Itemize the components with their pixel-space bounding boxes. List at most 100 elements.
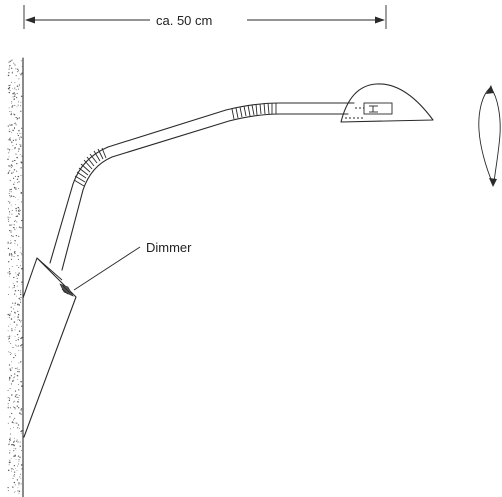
wall-speckle-dot [17, 314, 20, 316]
wall-speckle-dot [19, 137, 21, 139]
wall-speckle-dot [11, 124, 13, 126]
wall-speckle-dot [21, 155, 23, 157]
lamp-head [340, 83, 434, 123]
wall-speckle-dot [10, 188, 12, 191]
wall-speckle-dot [9, 368, 11, 370]
wall-speckle-dot [20, 95, 23, 97]
wall-speckle-dot [8, 213, 10, 215]
rotation-arrow-down-icon [489, 178, 497, 187]
wall-speckle-dot [9, 323, 11, 325]
lamp-bulb [363, 102, 393, 115]
wall-speckle-dot [13, 255, 15, 257]
wall-speckle-dot [8, 275, 10, 277]
wall-speckle-dot [17, 319, 18, 321]
wall-speckle-dot [8, 341, 10, 343]
wall-speckle-dot [17, 441, 19, 443]
wall-speckle-dot [7, 389, 9, 392]
wall-speckle-dot [14, 313, 16, 314]
wall-speckle-dot [20, 201, 22, 203]
wall-speckle-dot [14, 229, 16, 231]
wall-speckle-dot [8, 399, 11, 402]
wall-speckle-dot [14, 240, 16, 242]
wall-speckle-dot [21, 347, 23, 349]
wall-speckle-dot [9, 313, 11, 315]
wall-speckle-dot [13, 444, 15, 446]
wall-speckle-dot [17, 274, 20, 276]
wall-speckle-dot [11, 394, 13, 396]
wall-speckle-dot [20, 301, 22, 303]
wall-speckle-dot [13, 226, 15, 229]
wall-speckle-dot [20, 297, 22, 299]
wall-speckle-dot [13, 419, 15, 421]
wall-speckle-dot [18, 129, 20, 132]
wall-speckle-dot [14, 422, 16, 424]
wall-speckle-dot [14, 329, 16, 331]
wall-speckle-dot [18, 362, 20, 364]
wall-speckle-dot [19, 154, 21, 156]
wall-speckle-dot [20, 227, 22, 229]
wall-speckle-dot [19, 412, 21, 413]
wall-speckle-dot [14, 437, 15, 439]
arm-upper-bend-ribs [231, 102, 277, 120]
wall-speckle-dot [16, 277, 18, 279]
wall-speckle-dot [19, 138, 21, 140]
wall-speckle-dot [14, 64, 16, 66]
wall-speckle-dot [17, 396, 19, 399]
wall-speckle-dot [8, 91, 10, 94]
wall-speckle-dot [14, 417, 16, 419]
wall-speckle-dot [17, 199, 19, 201]
dimension-label: ca. 50 cm [156, 13, 212, 28]
wall-speckle-dot [10, 90, 11, 92]
arm-middle-tube-edge [107, 109, 227, 148]
wall-speckle-dot [16, 281, 18, 283]
wall-speckle-dot [17, 255, 19, 257]
wall-speckle-dot [20, 192, 22, 194]
wall-speckle-dot [15, 210, 17, 212]
wall-speckle-dot [10, 84, 12, 86]
wall-speckle-dot [7, 87, 10, 90]
wall-speckle-dot [10, 433, 12, 435]
wall [7, 57, 24, 497]
wall-speckle-dot [15, 215, 17, 218]
wall-speckle-dot [8, 242, 10, 244]
wall-speckle-dot [21, 449, 23, 451]
lamp-arm [49, 102, 355, 271]
wall-speckle-dot [14, 253, 16, 255]
wall-speckle-dot [21, 175, 23, 177]
wall-speckle-dot [20, 321, 22, 323]
wall-speckle-dot [7, 218, 9, 220]
wall-speckle-dot [8, 314, 11, 317]
wall-speckle-dot [12, 171, 14, 173]
wall-speckle-dot [20, 319, 22, 321]
wall-speckle-dot [9, 203, 10, 204]
wall-speckle-dot [11, 60, 13, 62]
wall-speckle-dot [18, 187, 20, 189]
wall-speckle-dot [14, 395, 17, 397]
wall-speckle-dot [13, 475, 15, 477]
dimension-line: ca. 50 cm [23, 5, 387, 29]
wall-speckle-dot [16, 162, 18, 165]
wall-speckle-dot [9, 128, 10, 130]
wall-speckle-dot [9, 138, 11, 140]
wall-speckle-dot [14, 181, 16, 183]
wall-speckle-dot [16, 96, 18, 98]
wall-speckle-dot [11, 72, 13, 74]
wall-speckle-dot [20, 350, 22, 352]
wall-speckle-dot [17, 490, 19, 492]
wall-speckle-dot [19, 210, 21, 211]
wall-speckle-dot [16, 345, 18, 347]
wall-speckle-dot [21, 281, 23, 283]
wall-speckle-dot [7, 158, 9, 161]
wall-speckle-dot [16, 295, 17, 297]
wall-speckle-dot [14, 187, 16, 189]
wall-speckle-dot [11, 88, 13, 90]
wall-speckle-dot [14, 353, 16, 355]
wall-speckle-dot [8, 364, 11, 366]
dimmer-label: Dimmer [146, 240, 192, 255]
dimmer-leader-line [73, 246, 141, 291]
wall-speckle-dot [18, 212, 20, 214]
wall-speckle-dot [16, 479, 19, 481]
wall-speckle-dot [14, 376, 16, 378]
wall-speckle-dot [21, 65, 23, 67]
wall-speckle-dot [20, 409, 22, 411]
